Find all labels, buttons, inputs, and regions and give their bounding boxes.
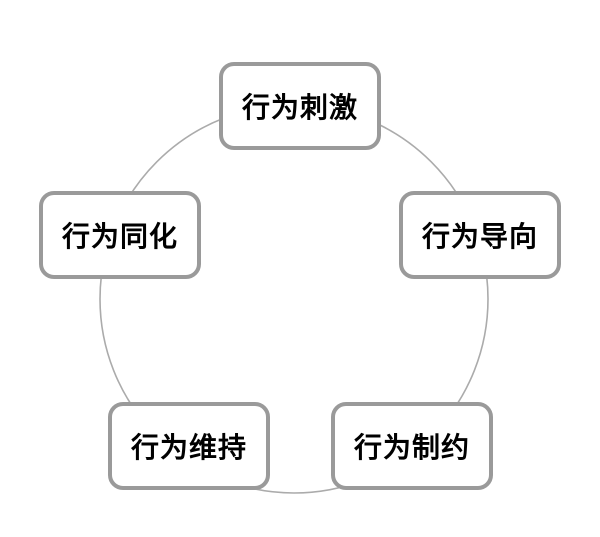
node-behavior-stimulus: 行为刺激 <box>219 62 381 150</box>
node-behavior-guidance: 行为导向 <box>399 191 561 279</box>
node-behavior-guidance-label: 行为导向 <box>421 221 538 252</box>
node-behavior-constraint-label: 行为制约 <box>353 432 470 463</box>
node-behavior-stimulus-label: 行为刺激 <box>241 92 358 123</box>
node-behavior-maintenance-label: 行为维持 <box>130 432 247 463</box>
node-behavior-assimilation-label: 行为同化 <box>61 221 178 252</box>
node-behavior-constraint: 行为制约 <box>331 402 493 490</box>
node-behavior-assimilation: 行为同化 <box>39 191 201 279</box>
node-behavior-maintenance: 行为维持 <box>108 402 270 490</box>
